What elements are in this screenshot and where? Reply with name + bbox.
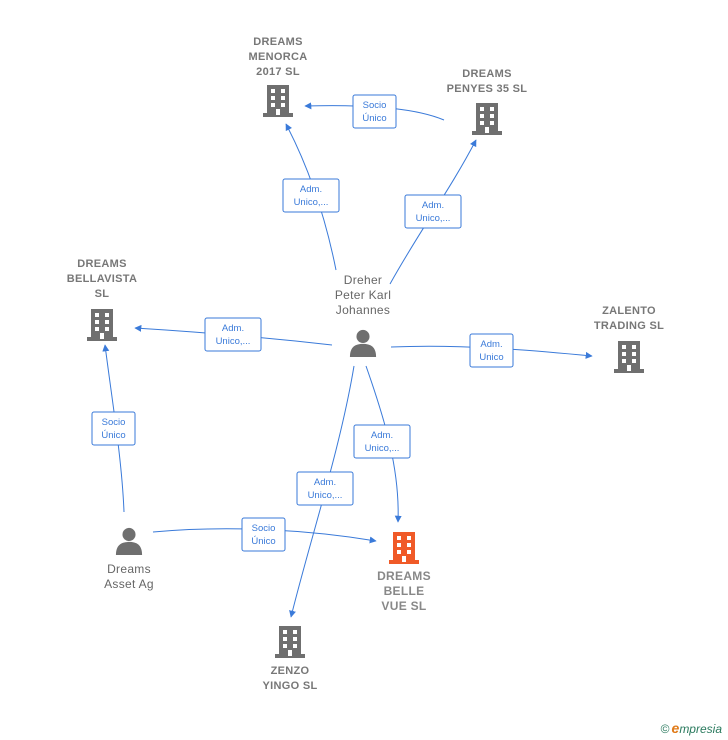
node-label: DREAMS <box>77 258 126 270</box>
edge-label-line: Único <box>251 536 275 547</box>
node-dreams-penyes[interactable]: DREAMS PENYES 35 SL <box>447 68 528 135</box>
node-dreams-menorca[interactable]: DREAMS MENORCA 2017 SL <box>249 36 308 117</box>
edge-label-line: Adm. <box>480 339 502 350</box>
edge-label-line: Socio <box>363 100 387 111</box>
edge-label-line: Adm. <box>422 200 444 211</box>
edge-label-dreher-bellavista[interactable]: Adm. Unico,... <box>204 317 262 352</box>
node-label: SL <box>95 288 110 300</box>
building-icon <box>275 626 305 658</box>
edge-label-box <box>353 424 411 459</box>
node-label: ZENZO <box>271 665 310 677</box>
person-icon <box>115 527 143 555</box>
edge-label-line: Adm. <box>300 184 322 195</box>
edge-label-dreher-penyes[interactable]: Adm. Unico,... <box>404 194 462 229</box>
node-label: ZALENTO <box>602 305 656 317</box>
node-label: VUE SL <box>381 599 426 613</box>
edge-label-dreher-zenzo[interactable]: Adm. Unico,... <box>296 471 354 506</box>
edge-label-dreher-zalento[interactable]: Adm. Unico <box>469 333 514 368</box>
node-label: PENYES 35 SL <box>447 83 528 95</box>
edge-label-line: Adm. <box>222 323 244 334</box>
node-label: Peter Karl <box>335 288 391 302</box>
node-label: Asset Ag <box>104 577 154 591</box>
node-label: MENORCA <box>249 51 308 63</box>
copyright-symbol: © <box>660 722 670 736</box>
node-dreams-bellavista[interactable]: DREAMS BELLAVISTA SL <box>67 258 137 341</box>
edge-label-box <box>296 471 354 506</box>
node-label: BELLE <box>384 584 425 598</box>
brand-initial: e <box>671 720 680 736</box>
node-label: DREAMS <box>462 68 511 80</box>
node-label: Dreams <box>107 562 151 576</box>
edge-label-box <box>352 94 397 129</box>
node-label: DREAMS <box>377 569 431 583</box>
edge-label-dreher-menorca[interactable]: Adm. Unico,... <box>282 178 340 213</box>
node-label: Johannes <box>336 303 390 317</box>
building-icon <box>87 309 117 341</box>
edge-label-line: Socio <box>252 523 276 534</box>
edge-label-line: Unico,... <box>294 197 329 208</box>
node-label: 2017 SL <box>256 66 300 78</box>
edge-label-line: Único <box>101 430 125 441</box>
node-label: YINGO SL <box>263 680 318 692</box>
edge-label-box <box>241 517 286 552</box>
edge-label-box <box>404 194 462 229</box>
person-icon <box>349 329 377 357</box>
node-label: Dreher <box>344 273 382 287</box>
edge-label-line: Adm. <box>371 430 393 441</box>
brand-name: mpresia <box>679 722 722 736</box>
building-icon <box>389 532 419 564</box>
brand-watermark: ©empresia <box>661 720 722 736</box>
edge-label-dreher-bellevue[interactable]: Adm. Unico,... <box>353 424 411 459</box>
edge-label-box <box>469 333 514 368</box>
edge-label-line: Unico,... <box>365 443 400 454</box>
building-icon <box>263 85 293 117</box>
edge-label-line: Unico <box>479 352 503 363</box>
node-label: DREAMS <box>253 36 302 48</box>
node-label: TRADING SL <box>594 320 664 332</box>
node-zenzo[interactable]: ZENZO YINGO SL <box>263 626 318 692</box>
edge-label-line: Unico,... <box>416 213 451 224</box>
building-icon <box>614 341 644 373</box>
edge-label-line: Único <box>362 113 386 124</box>
edge-label-line: Unico,... <box>216 336 251 347</box>
edge-label-line: Unico,... <box>308 490 343 501</box>
edge-label-box <box>91 411 136 446</box>
node-zalento[interactable]: ZALENTO TRADING SL <box>594 305 664 373</box>
building-icon <box>472 103 502 135</box>
edge-label-box <box>204 317 262 352</box>
node-label: BELLAVISTA <box>67 273 137 285</box>
edge-label-line: Adm. <box>314 477 336 488</box>
edge-label-line: Socio <box>102 417 126 428</box>
edge-label-box <box>282 178 340 213</box>
